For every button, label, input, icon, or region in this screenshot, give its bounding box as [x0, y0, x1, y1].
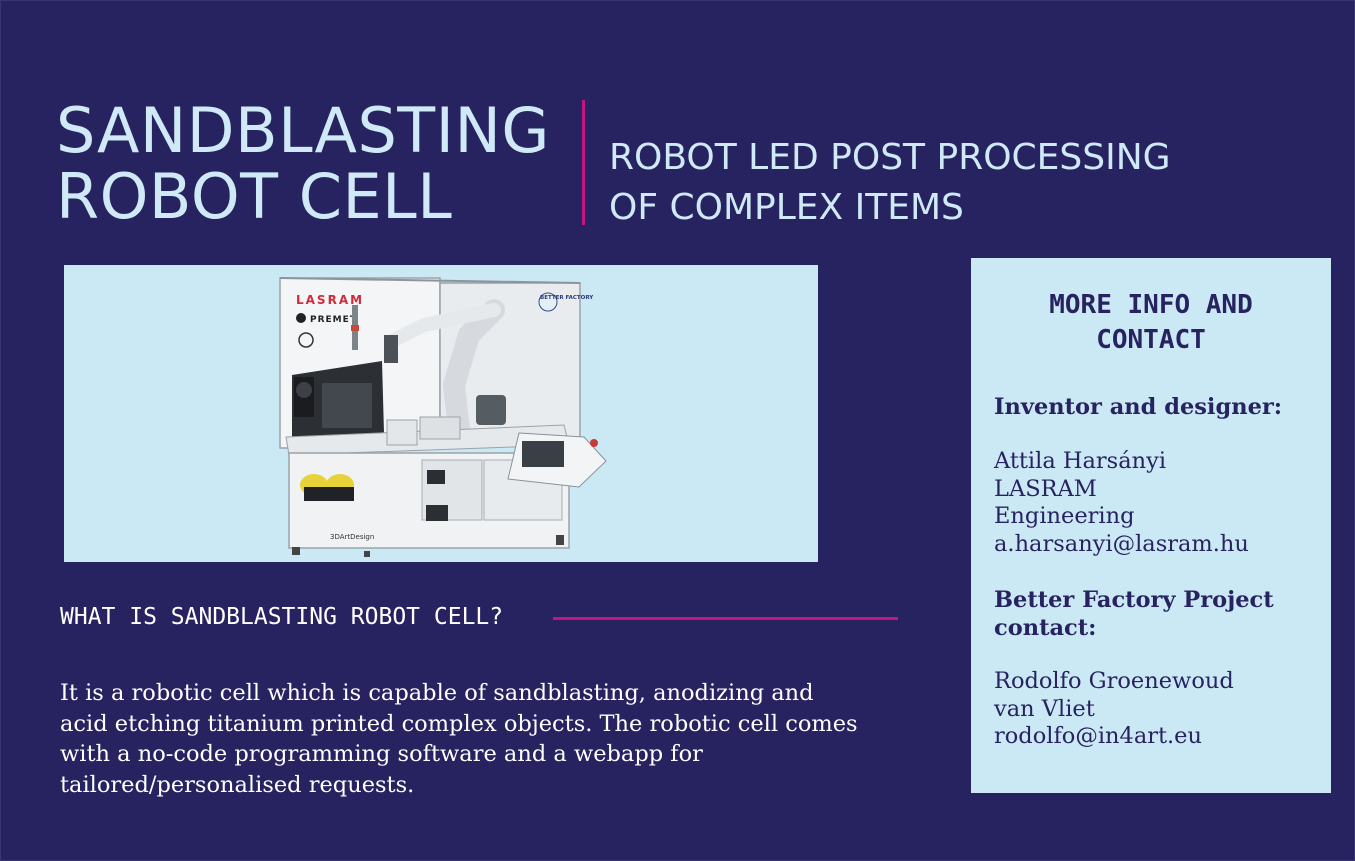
contact-title-line-2: CONTACT: [1096, 325, 1206, 355]
section-heading: WHAT IS SANDBLASTING ROBOT CELL?: [60, 604, 504, 630]
project-heading-line-2: contact:: [994, 614, 1097, 641]
project-contact-name-line-1: Rodolfo Groenewoud: [994, 668, 1234, 694]
project-contact-details: Rodolfo Groenewoud van Vliet rodolfo@in4…: [994, 668, 1234, 751]
subtitle-line-2: OF COMPLEX ITEMS: [609, 187, 964, 228]
title-divider: [582, 100, 585, 225]
inventor-details: Attila Harsányi LASRAM Engineering a.har…: [994, 448, 1249, 558]
lasram-logo: LASRAM: [296, 293, 364, 307]
premet-logo: PREMET: [310, 315, 357, 325]
title-line-2: ROBOT CELL: [56, 160, 453, 233]
contact-title-line-1: MORE INFO AND: [1049, 290, 1253, 320]
inventor-email-link[interactable]: a.harsanyi@lasram.hu: [994, 530, 1249, 557]
section-divider: [553, 617, 898, 620]
page-title: SANDBLASTING ROBOT CELL: [56, 98, 550, 230]
robot-cell-illustration: LASRAM PREMET BETTER FACTORY: [279, 277, 607, 557]
subtitle-line-1: ROBOT LED POST PROCESSING: [609, 137, 1171, 178]
robot-cell-image: LASRAM PREMET BETTER FACTORY: [64, 265, 818, 562]
better-factory-badge: BETTER FACTORY: [540, 295, 594, 301]
project-email-link[interactable]: rodolfo@in4art.eu: [994, 723, 1202, 749]
inventor-heading-text: Inventor and designer:: [994, 394, 1283, 420]
title-line-1: SANDBLASTING: [56, 94, 550, 167]
project-contact-name-line-2: van Vliet: [994, 695, 1095, 722]
design-watermark: 3DArtDesign: [330, 533, 374, 541]
inventor-company-line-1: LASRAM: [994, 475, 1097, 502]
contact-panel: [971, 258, 1331, 793]
inventor-name: Attila Harsányi: [994, 448, 1167, 474]
project-heading: Better Factory Project contact:: [994, 587, 1274, 642]
page-subtitle: ROBOT LED POST PROCESSING OF COMPLEX ITE…: [609, 133, 1171, 233]
section-description: It is a robotic cell which is capable of…: [60, 680, 858, 798]
inventor-heading: Inventor and designer:: [994, 394, 1282, 422]
project-heading-line-1: Better Factory Project: [994, 587, 1274, 613]
contact-title: MORE INFO AND CONTACT: [971, 288, 1331, 358]
inventor-company-line-2: Engineering: [994, 503, 1135, 529]
